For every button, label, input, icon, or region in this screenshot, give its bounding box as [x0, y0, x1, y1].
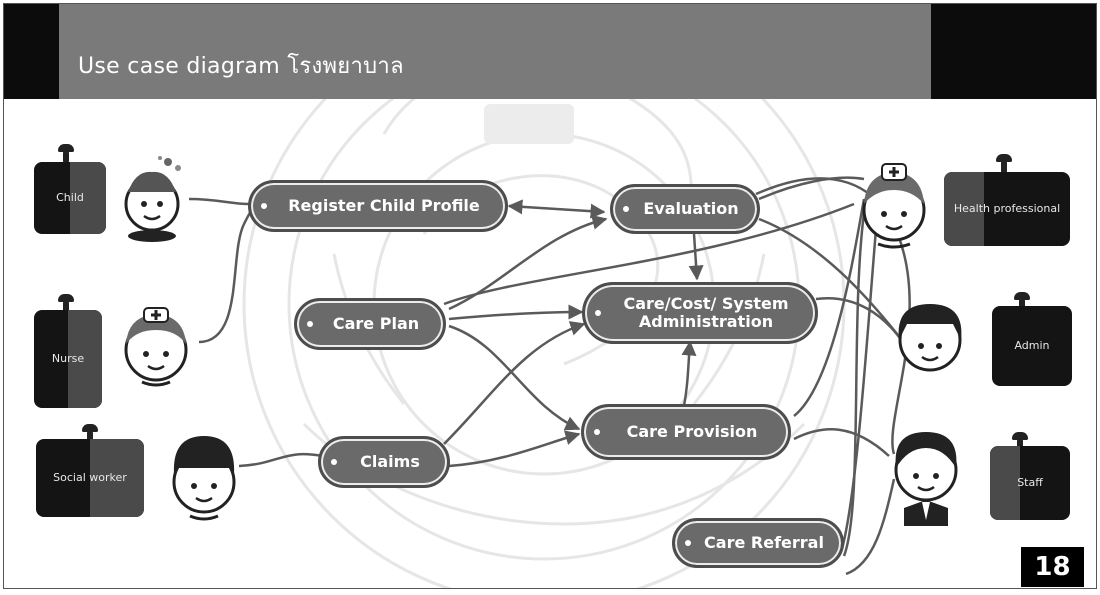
page-number: 18 [1021, 547, 1084, 587]
pin-stem [1001, 160, 1007, 174]
child-avatar-icon [124, 156, 181, 242]
pin-icon [82, 424, 98, 432]
edge-social-claims [238, 452, 323, 468]
staff-avatar-icon [172, 436, 236, 521]
actor-badge-child: Child [34, 162, 106, 234]
actor-badge-health-professional: Health professional [944, 172, 1070, 246]
pin-icon [1014, 292, 1030, 300]
actor-label-admin: Admin [1014, 338, 1050, 352]
pin-stem [1019, 298, 1025, 312]
edge-nurse-register [198, 204, 263, 344]
nurse-avatar-icon [862, 163, 926, 249]
usecase-label: Care Referral [704, 532, 824, 552]
actor-label-social-worker: Social worker [53, 470, 127, 484]
usecase-claims[interactable]: Claims [318, 436, 450, 488]
actor-label-child: Child [56, 190, 84, 204]
admin-avatar-icon [898, 304, 962, 372]
edge-provision-healthpro [793, 198, 866, 417]
actor-badge-social-worker: Social worker [36, 439, 144, 517]
actor-badge-admin: Admin [992, 306, 1072, 386]
edge-referral-staff [845, 478, 896, 576]
edge-admin-admin-actor [815, 296, 906, 345]
edge-register-evaluation [507, 199, 606, 219]
usecase-care-cost-system-administration[interactable]: Care/Cost/ System Administration [582, 282, 818, 344]
edge-evaluation-healthpro [758, 176, 865, 201]
edge-evaluation-admin [688, 233, 704, 281]
pin-stem [63, 300, 69, 314]
edge-careplan-healthpro [443, 202, 855, 306]
usecase-label: Care Plan [332, 313, 420, 333]
edge-claims-admin [443, 321, 586, 445]
connector-lines [188, 176, 911, 576]
usecase-label-line2: Administration [638, 312, 774, 331]
usecase-care-provision[interactable]: Care Provision [581, 404, 791, 460]
pin-stem [63, 150, 69, 164]
pin-icon [996, 154, 1012, 162]
usecase-care-plan[interactable]: Care Plan [294, 298, 446, 350]
pin-icon [1012, 432, 1028, 440]
edge-provision-admin [681, 340, 697, 407]
edge-provision-staff [793, 428, 890, 457]
actor-label-staff: Staff [1017, 475, 1043, 489]
usecase-evaluation[interactable]: Evaluation [610, 184, 760, 234]
slide: Use case diagram โรงพยาบาล [3, 3, 1097, 589]
usecase-label: Claims [360, 451, 420, 471]
actor-label-health-professional: Health professional [953, 201, 1061, 215]
edge-careplan-admin [448, 304, 584, 321]
edge-careplan-provision [448, 324, 581, 431]
edge-evaluation-staff [755, 177, 911, 455]
edge-referral-healthpro-2 [840, 193, 881, 550]
staff-avatar-icon [894, 432, 958, 526]
pin-icon [58, 294, 74, 302]
usecase-label: Evaluation [643, 198, 739, 218]
edge-referral-healthpro [842, 198, 868, 557]
edge-claims-provision [448, 430, 581, 468]
pin-stem [87, 430, 93, 444]
usecase-label: Register Child Profile [288, 195, 480, 215]
pin-stem [1017, 438, 1023, 452]
pin-icon [58, 144, 74, 152]
usecase-register-child-profile[interactable]: Register Child Profile [248, 180, 508, 232]
usecase-label: Care Provision [626, 421, 758, 441]
edge-careplan-evaluation [448, 214, 608, 311]
nurse-avatar-icon [124, 307, 188, 387]
title-bar: Use case diagram โรงพยาบาล [4, 4, 1096, 99]
slide-title: Use case diagram โรงพยาบาล [78, 54, 404, 79]
usecase-label-line1: Care/Cost/ System [623, 293, 789, 313]
edge-child-register [188, 197, 250, 206]
actor-badge-nurse: Nurse [34, 310, 102, 408]
actor-label-nurse: Nurse [51, 351, 85, 365]
actor-badge-staff: Staff [990, 446, 1070, 520]
usecase-care-referral[interactable]: Care Referral [672, 518, 844, 568]
